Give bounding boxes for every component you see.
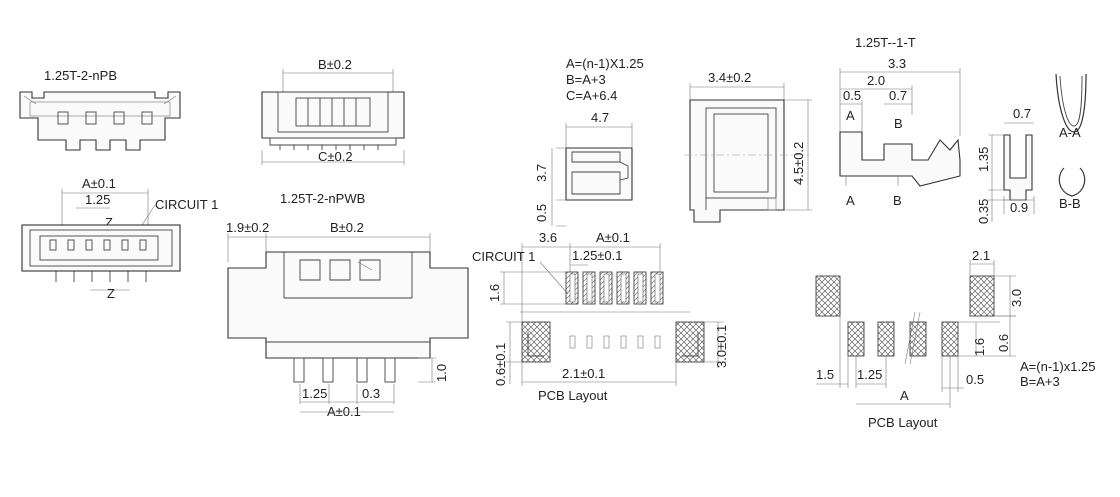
formula-block: A=(n-1)X1.25 B=A+3 C=A+6.4 (566, 56, 644, 103)
dim-47: 4.7 (591, 110, 609, 125)
terminal-dim-07-side: 0.7 (1013, 106, 1031, 121)
pcb-layout-right-title: PCB Layout (868, 415, 938, 430)
terminal-dim-05: 0.5 (843, 88, 861, 103)
pb-circuit1: CIRCUIT 1 (155, 197, 218, 212)
side-view-large: 3.4±0.2 4.5±0.2 (684, 70, 812, 223)
terminal-dim-135: 1.35 (976, 147, 991, 172)
pcb-dim-pitch: 1.25±0.1 (572, 248, 623, 263)
pwb-front-view: B±0.2 C±0.2 1.25T-2-nPWB (261, 57, 405, 206)
terminal-label-b-bottom: B (893, 193, 902, 208)
pcb-layout-center: 3.6 A±0.1 1.25±0.1 CIRCUIT 1 1.6 (472, 230, 729, 403)
terminal-dim-035: 0.35 (976, 199, 991, 224)
pb-dim-a: A±0.1 (82, 176, 116, 191)
pb-title: 1.25T-2-nPB (44, 68, 117, 83)
section-aa: A-A (1055, 73, 1087, 140)
pwb-dim-b: B±0.2 (330, 220, 364, 235)
formula-line2: B=A+3 (566, 72, 606, 87)
formula-right-line2: B=A+3 (1020, 374, 1060, 389)
pcb-mount-pad-left (521, 321, 551, 363)
terminal-title: 1.25T--1-T (855, 35, 916, 50)
pb-dim-z-top: Z (105, 215, 113, 230)
section-aa-label: A-A (1059, 125, 1081, 140)
pwb-dim-pitch: 1.25 (302, 386, 327, 401)
pcb-pads (565, 271, 664, 305)
terminal-view: 1.25T--1-T 3.3 2.0 0.5 0.7 A B A B (839, 35, 961, 208)
pb-dim-pitch: 1.25 (85, 192, 110, 207)
section-bb: B-B (1058, 167, 1086, 211)
pwb-dim-a: A±0.1 (327, 404, 361, 419)
pwb-dim-10: 1.0 (434, 364, 449, 382)
pcb-dim-06: 0.6±0.1 (493, 343, 508, 386)
pcb-dim-36: 3.6 (539, 230, 557, 245)
pcb-layout-right: 2.1 3.0 1.6 0.6 1.5 1.25 0.5 A PCB Layou… (815, 248, 1096, 430)
dim-45: 4.5±0.2 (791, 142, 806, 185)
pcb-layout-center-title: PCB Layout (538, 388, 608, 403)
pcb-right-dim-15: 1.5 (816, 367, 834, 382)
terminal-label-a-top: A (846, 108, 855, 123)
dim-34: 3.4±0.2 (708, 70, 751, 85)
pb-top-view: A±0.1 1.25 Z CIRCUIT 1 Z (21, 176, 218, 301)
terminal-dim-33: 3.3 (888, 56, 906, 71)
terminal-label-a-bottom: A (846, 193, 855, 208)
pwb-side-view: 1.9±0.2 B±0.2 1.25 0.3 A±0.1 1.0 (226, 220, 469, 419)
pcb-dim-30: 3.0±0.1 (714, 325, 729, 368)
pcb-right-dim-16: 1.6 (972, 338, 987, 356)
pwb-title: 1.25T-2-nPWB (280, 191, 365, 206)
pwb-dim-c: C±0.2 (318, 149, 353, 164)
pcb-right-dim-30: 3.0 (1009, 289, 1024, 307)
section-bb-label: B-B (1059, 196, 1081, 211)
formula-line3: C=A+6.4 (566, 88, 617, 103)
dim-37: 3.7 (534, 164, 549, 182)
pcb-right-dim-a: A (900, 388, 909, 403)
pcb-right-dim-05: 0.5 (966, 372, 984, 387)
pcb-right-mount-left (815, 275, 841, 317)
pwb-dim-03: 0.3 (362, 386, 380, 401)
terminal-dim-07: 0.7 (889, 88, 907, 103)
pcb-mount-pad-right (675, 321, 705, 363)
pcb-dim-16: 1.6 (487, 284, 502, 302)
pb-front-view: 1.25T-2-nPB (19, 68, 181, 151)
formula-line1: A=(n-1)X1.25 (566, 56, 644, 71)
pcb-right-dim-125: 1.25 (857, 367, 882, 382)
pcb-right-mount-right (969, 275, 995, 317)
pwb-dim-b-top: B±0.2 (318, 57, 352, 72)
terminal-label-b-top: B (894, 116, 903, 131)
side-view-small: 4.7 3.7 0.5 (534, 110, 633, 227)
terminal-side-view: 0.7 1.35 0.35 0.9 (976, 106, 1035, 224)
pwb-dim-19: 1.9±0.2 (226, 220, 269, 235)
terminal-dim-20: 2.0 (867, 73, 885, 88)
pcb-dim-a: A±0.1 (596, 230, 630, 245)
pcb-right-dim-06: 0.6 (996, 334, 1011, 352)
pcb-right-dim-21: 2.1 (972, 248, 990, 263)
pcb-circuit1: CIRCUIT 1 (472, 249, 535, 264)
pcb-dim-21: 2.1±0.1 (562, 366, 605, 381)
terminal-dim-09: 0.9 (1010, 200, 1028, 215)
pb-dim-z-bottom: Z (107, 286, 115, 301)
dim-05: 0.5 (534, 204, 549, 222)
formula-right-line1: A=(n-1)x1.25 (1020, 359, 1096, 374)
